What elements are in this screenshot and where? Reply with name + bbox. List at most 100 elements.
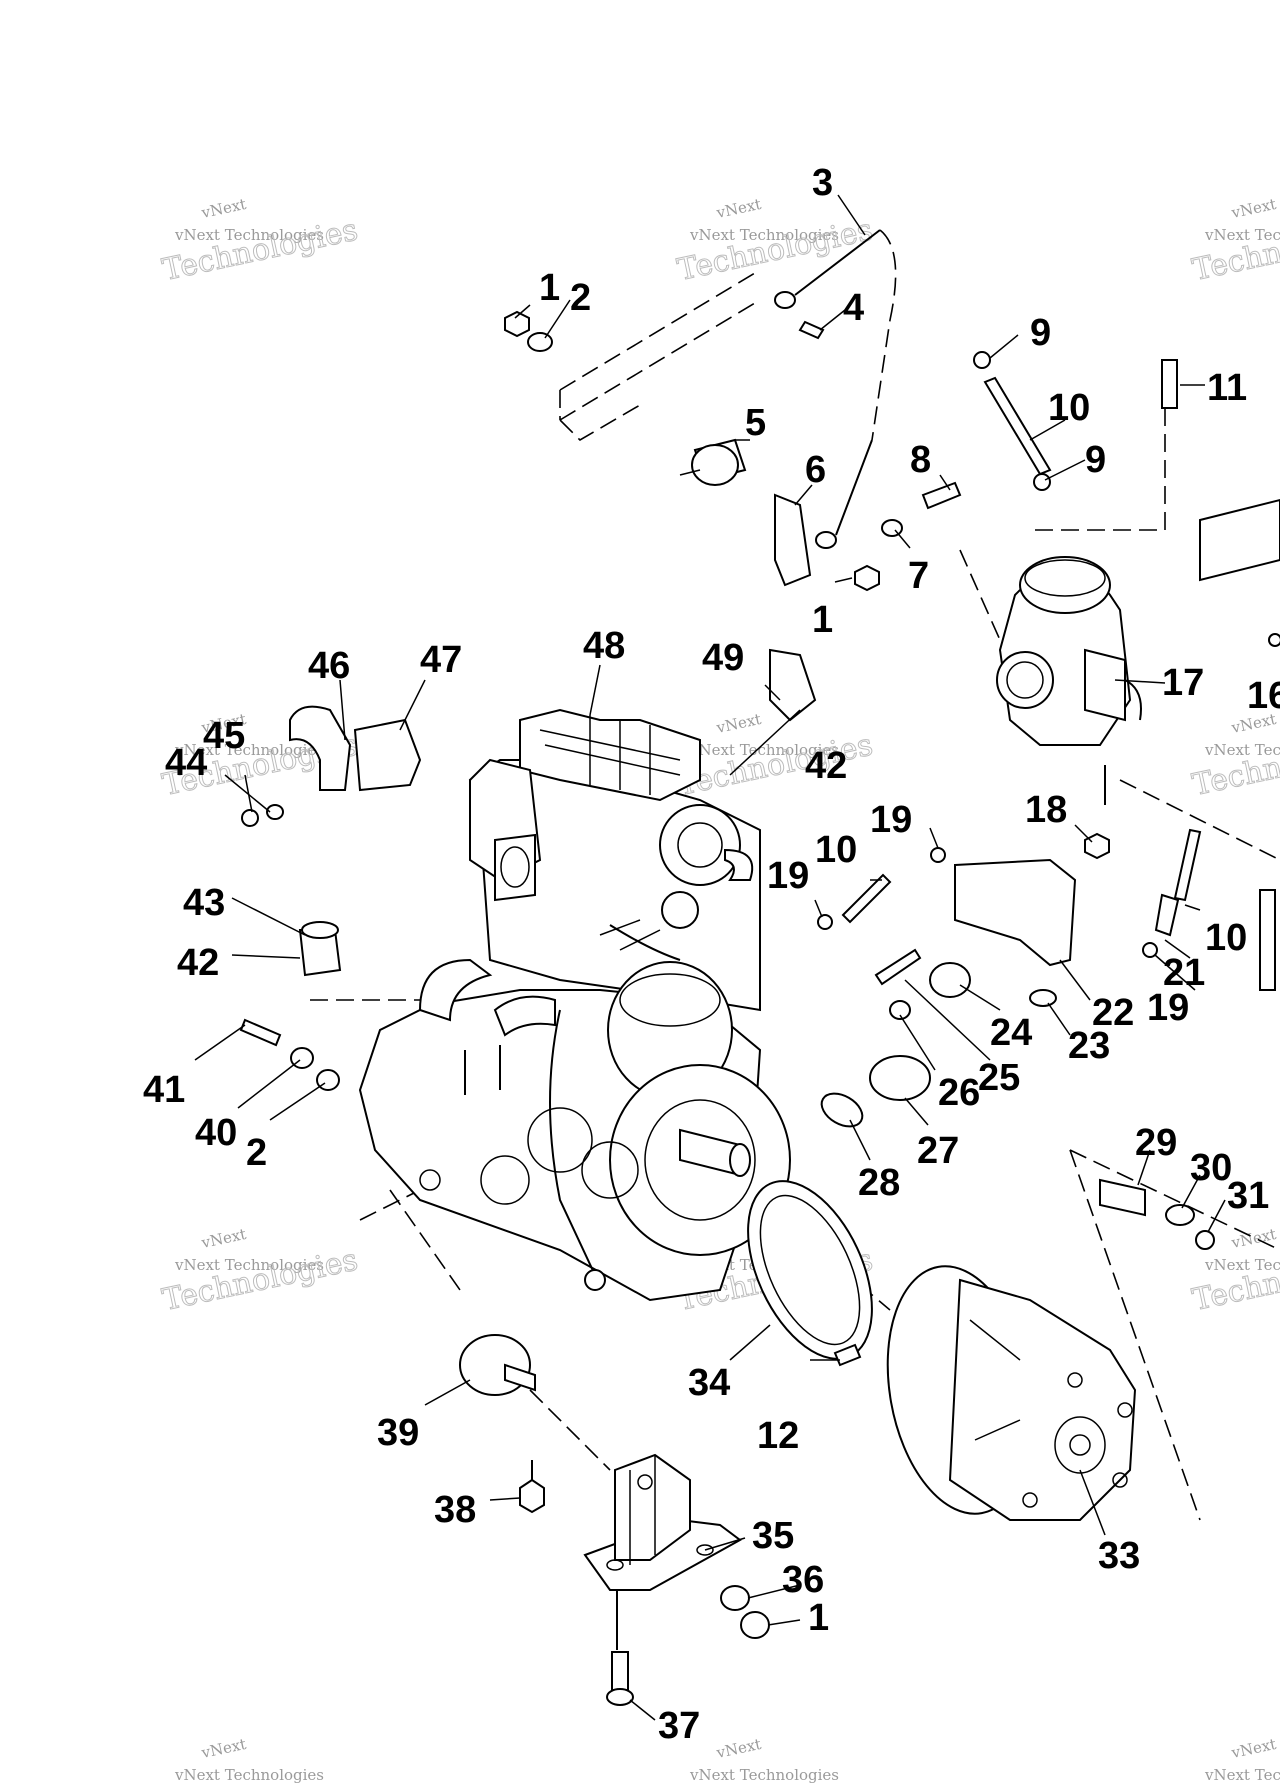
callout-16: 16: [1247, 675, 1280, 717]
watermark-line3: Technologies: [1189, 728, 1280, 804]
callout-6: 6: [805, 449, 826, 491]
bolt-icon: [611, 1651, 629, 1691]
nut-icon: [740, 1611, 770, 1639]
cable-end-icon: [774, 291, 796, 309]
callout-19-right: 19: [1147, 987, 1189, 1029]
callout-18: 18: [1025, 789, 1067, 831]
callout-10-right: 10: [1205, 917, 1247, 959]
plate-icon: [774, 493, 812, 587]
watermark-line3: Technologies: [674, 213, 875, 289]
watermark-line2: vNext Technologies: [1204, 1256, 1280, 1274]
callout-26: 26: [938, 1072, 980, 1114]
callout-9-top: 9: [1030, 312, 1051, 354]
engine-mount-bracket-icon: [583, 1453, 742, 1591]
callout-35: 35: [752, 1515, 794, 1557]
watermark-line2: vNext Technologies: [689, 1766, 839, 1784]
callout-36: 36: [782, 1559, 824, 1601]
cable-end-icon: [815, 531, 837, 549]
callout-11: 11: [1207, 367, 1247, 409]
bolt-icon: [239, 1018, 282, 1047]
callout-47: 47: [420, 639, 462, 681]
watermark: vNext vNext Technologies: [1204, 1735, 1280, 1784]
callout-39: 39: [377, 1412, 419, 1454]
clamp-icon: [1142, 942, 1158, 958]
bolt-icon: [874, 948, 922, 986]
callout-28: 28: [858, 1162, 900, 1204]
watermark-line2: vNext Technologies: [174, 1256, 324, 1274]
callout-7: 7: [908, 555, 929, 597]
clamp-icon: [1033, 473, 1051, 491]
washer-icon: [889, 1000, 911, 1020]
engine-block-icon: [358, 708, 791, 1302]
callout-48: 48: [583, 625, 625, 667]
washer-icon: [266, 804, 284, 820]
bolt-icon: [798, 320, 825, 340]
watermark: vNext vNext Technologies: [174, 1735, 324, 1784]
callout-49: 49: [702, 637, 744, 679]
callout-44: 44: [165, 742, 207, 784]
callout-2-left: 2: [246, 1132, 267, 1174]
recoil-starter-housing-icon: [886, 1265, 1137, 1521]
callout-34: 34: [688, 1362, 730, 1404]
callout-10-top: 10: [1048, 387, 1090, 429]
watermark-line2: vNext Technologies: [689, 226, 839, 244]
callout-42-left: 42: [177, 942, 219, 984]
callout-19-mid: 19: [870, 799, 912, 841]
clamp-icon: [973, 351, 991, 369]
clamp-icon: [817, 914, 833, 930]
rubber-mount-icon: [289, 359, 1280, 1396]
watermark: vNext vNext Technologies Technologies: [674, 195, 876, 289]
bolt-icon: [833, 1343, 862, 1367]
watermark-line2: vNext Technologies: [689, 741, 839, 759]
watermark-line2: vNext Technologies: [174, 741, 324, 759]
callout-31: 31: [1227, 1175, 1269, 1217]
callout-1-bottom: 1: [808, 1597, 829, 1639]
watermark-line2: vNext Technologies: [1204, 226, 1280, 244]
plug-icon: [1154, 893, 1180, 937]
callout-5: 5: [745, 402, 766, 444]
clamp-icon: [930, 847, 946, 863]
washer-icon: [720, 1585, 750, 1611]
watermark-line3: Technologies: [159, 1243, 360, 1319]
callout-41: 41: [143, 1069, 185, 1111]
watermark-line2: vNext Technologies: [174, 1766, 324, 1784]
leader-lines: [194, 194, 1226, 1721]
callout-37: 37: [658, 1705, 700, 1747]
watermark-line3: Technologies: [1189, 1243, 1280, 1319]
callouts: 1 2 3 4 5 6 7 8 9 10 11 9 1 17 16 46 47 …: [143, 162, 1280, 1747]
watermark: vNext vNext Technologies: [689, 1735, 839, 1784]
callout-10-mid: 10: [815, 829, 857, 871]
callout-21: 21: [1163, 952, 1205, 994]
nut-icon: [241, 809, 259, 827]
callout-27: 27: [917, 1130, 959, 1172]
nut-icon: [1029, 989, 1057, 1007]
callout-40: 40: [195, 1112, 237, 1154]
nut-icon: [854, 564, 880, 592]
callout-3: 3: [812, 162, 833, 204]
watermark-line1: vNext: [1229, 1735, 1278, 1762]
washer-icon: [881, 519, 903, 537]
callout-24: 24: [990, 1012, 1032, 1054]
watermark-line1: vNext: [199, 195, 248, 222]
watermark-line1: vNext: [199, 1735, 248, 1762]
watermark: vNext vNext Technologies Technologies: [159, 1225, 361, 1319]
watermark-line2: vNext Technologies: [1204, 741, 1280, 759]
watermark-line3: Technologies: [159, 213, 360, 289]
callout-42-top: 42: [805, 745, 847, 787]
callout-1-top: 1: [539, 267, 560, 309]
callout-25: 25: [978, 1057, 1020, 1099]
callout-2-top: 2: [570, 277, 591, 319]
watermark: vNext vNext Technologies Technologies: [1189, 195, 1280, 289]
callout-8: 8: [910, 439, 931, 481]
watermark: vNext vNext Technologies Technologies: [159, 195, 361, 289]
nut-icon: [504, 310, 530, 338]
watermark-line2: vNext Technologies: [1204, 1766, 1280, 1784]
callout-19-left: 19: [767, 855, 809, 897]
watermark-line1: vNext: [714, 1735, 763, 1762]
callout-12: 12: [757, 1415, 799, 1457]
callout-30: 30: [1190, 1147, 1232, 1189]
callout-23: 23: [1068, 1025, 1110, 1067]
callout-1-mid: 1: [812, 599, 833, 641]
watermark-line1: vNext: [714, 195, 763, 222]
